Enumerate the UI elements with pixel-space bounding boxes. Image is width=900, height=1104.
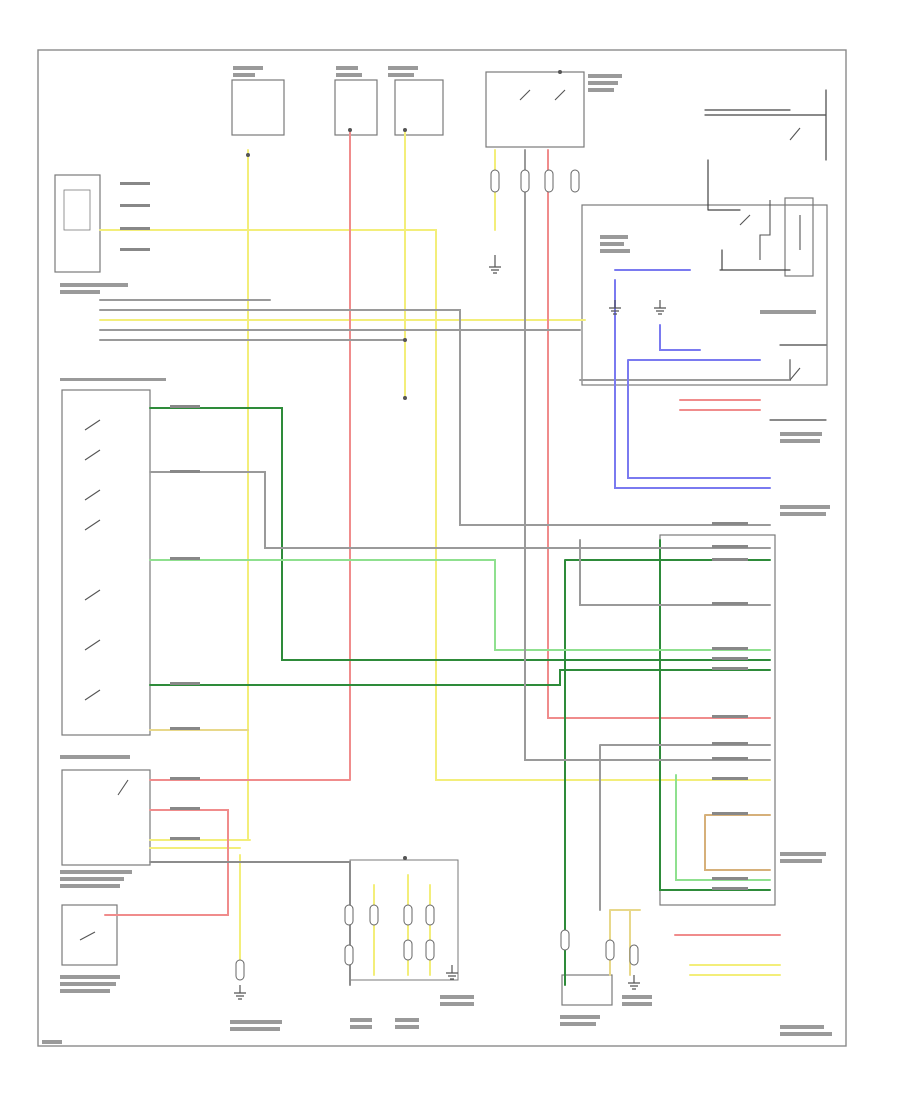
wire-gray-6 [579, 539, 771, 606]
switch-contact [117, 127, 801, 796]
wire-gray-dark [149, 861, 351, 986]
wires [99, 89, 827, 986]
ground-symbol [628, 975, 640, 990]
relay-coil-right [784, 197, 814, 277]
wire-lightgreen-1 [149, 559, 771, 651]
switch-contacts [79, 89, 801, 941]
module-lower-left [61, 769, 151, 866]
connector-pin [403, 939, 413, 961]
module-top-left [54, 174, 101, 273]
wire-black-5 [769, 344, 827, 421]
connector-pin [344, 944, 354, 966]
connector-pin [490, 169, 500, 193]
connector-pin [544, 169, 554, 193]
terminal-dot [403, 856, 407, 860]
terminal-dot [403, 128, 407, 132]
terminal-dot [403, 396, 407, 400]
wire-black-1 [707, 159, 741, 211]
wire-yellow-5 [149, 839, 251, 849]
wire-yellow-2 [99, 229, 771, 781]
wire-end-ticks [120, 182, 748, 890]
wire-gray-5 [524, 149, 771, 761]
connector-pin [520, 169, 530, 193]
fuse-block-mid [334, 79, 378, 136]
wire-black-3 [704, 109, 826, 116]
connector-pin [235, 959, 245, 981]
ground-symbol [234, 985, 246, 1000]
ground-symbol [609, 300, 621, 315]
wire-tan-1 [704, 814, 771, 871]
wire-green-4 [564, 559, 771, 986]
switch-block-left [61, 389, 151, 736]
wire-gray-1 [99, 309, 771, 526]
wire-yellow-9 [689, 964, 781, 976]
connector-pin [560, 929, 570, 951]
module-bottom-left [61, 904, 118, 966]
wire-blue-3 [659, 324, 701, 351]
connector-pin [570, 169, 580, 193]
terminal-dot [246, 153, 250, 157]
wire-gray-4 [149, 471, 771, 549]
module-right-upper [581, 204, 828, 386]
wire-black-2 [719, 249, 791, 271]
connector-pin [403, 904, 413, 926]
fuse-block-right [394, 79, 444, 136]
pump-bottom [561, 974, 613, 1006]
wire-yellow-7 [373, 874, 431, 976]
wire-red-5 [679, 399, 761, 411]
label-marks [42, 66, 832, 1044]
components [54, 71, 828, 1006]
connector-pin [369, 904, 379, 926]
wire-gray-8 [579, 359, 791, 381]
terminal-dot [403, 338, 407, 342]
wire-green-2 [149, 669, 771, 686]
wire-red-2 [547, 149, 771, 719]
connector-pins [235, 169, 639, 981]
terminal-dots [246, 70, 562, 860]
terminal-dot [348, 128, 352, 132]
terminal-dot [558, 70, 562, 74]
relay-coil [759, 200, 801, 260]
connector-pin [425, 939, 435, 961]
wire-yellow-1 [239, 149, 249, 976]
wire-lightgreen-2 [675, 774, 771, 881]
wire-blue-1 [614, 269, 771, 489]
connector-pin [629, 944, 639, 966]
switch-contact [79, 89, 566, 941]
connector-pin [344, 904, 354, 926]
connector-pin [605, 939, 615, 961]
fuse-block-left [231, 79, 285, 136]
ground-symbol [446, 965, 458, 980]
relay-top-center [485, 71, 585, 148]
module-right-lower [659, 534, 776, 906]
ground-symbol [489, 255, 501, 274]
connector-pin [425, 904, 435, 926]
ground-symbol [654, 300, 666, 315]
switch-contact [84, 419, 101, 701]
wire-blue-2 [627, 359, 771, 479]
ground-symbols [234, 255, 666, 1000]
wire-gray-7 [599, 744, 771, 911]
diagram-border [37, 49, 847, 1047]
